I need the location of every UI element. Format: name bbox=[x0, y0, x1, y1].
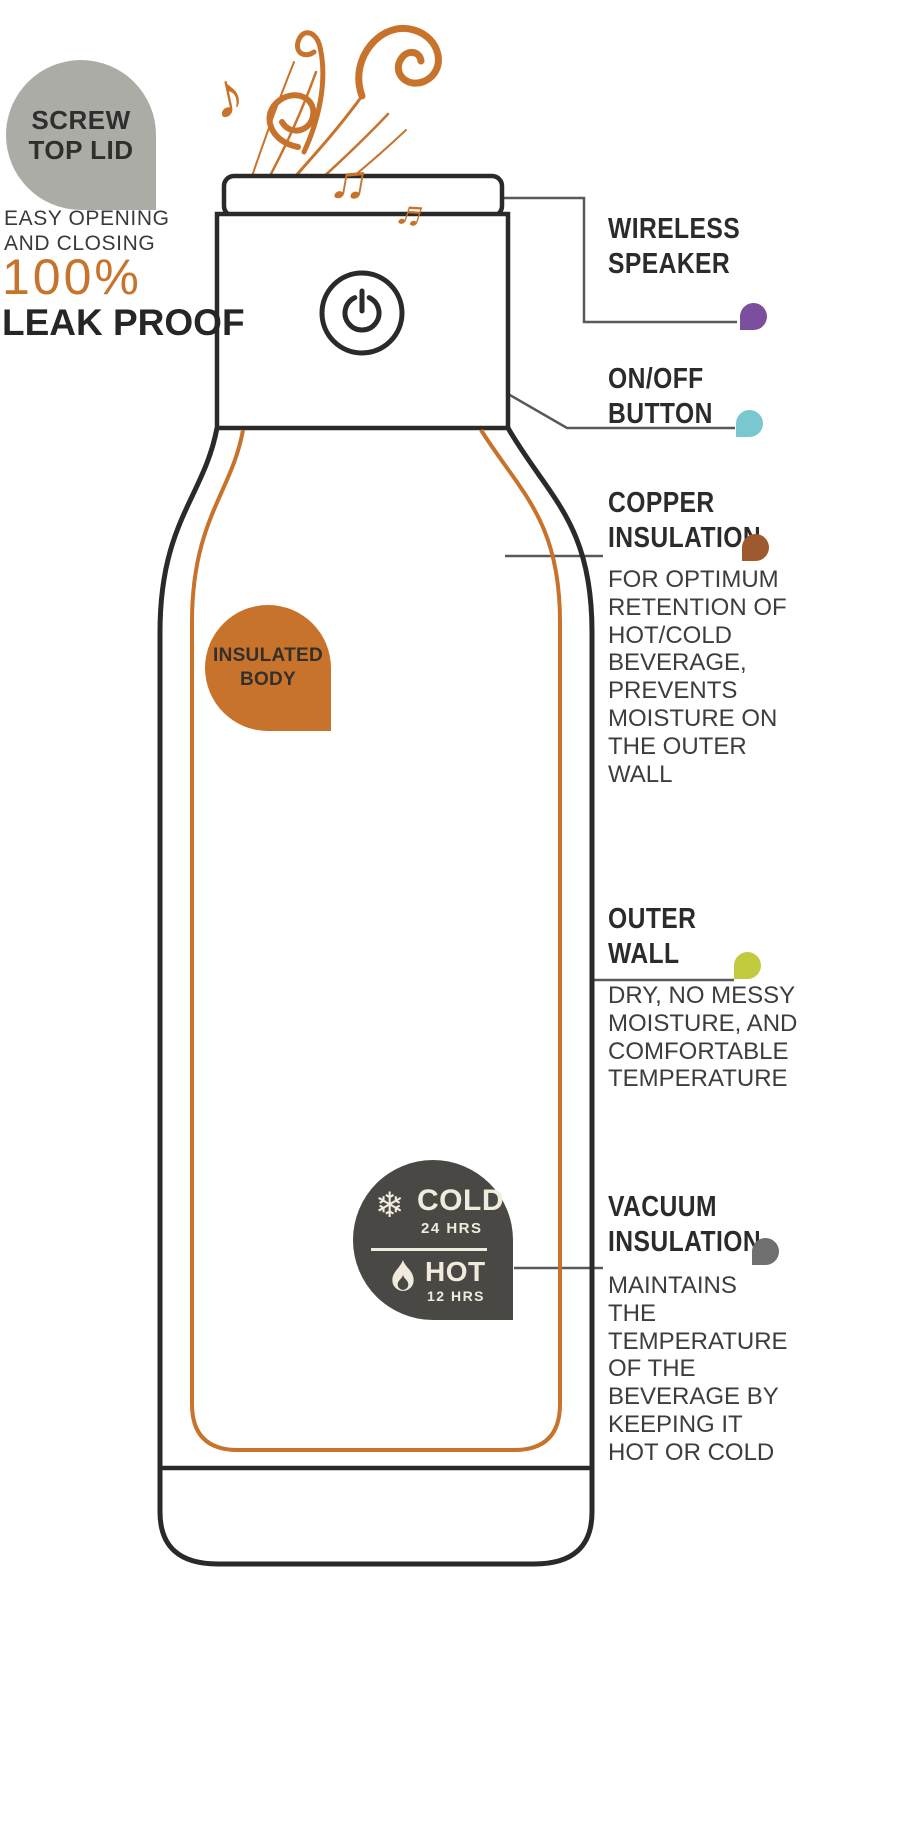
vacuum-insulation-description: MAINTAINS THE TEMPERATURE OF THE BEVERAG… bbox=[608, 1272, 788, 1466]
wireless-speaker-title: WIRELESS SPEAKER bbox=[608, 213, 741, 280]
vacuum-insulation-title: VACUUM INSULATION bbox=[608, 1191, 762, 1258]
leak-proof-text: LEAK PROOF bbox=[2, 302, 245, 343]
power-button-icon bbox=[319, 270, 405, 356]
treble-clef-icon bbox=[266, 92, 317, 150]
copper-insulation-title: COPPER INSULATION bbox=[608, 487, 762, 554]
bottle-inner-wall-line bbox=[190, 428, 562, 1452]
outer-wall-dot bbox=[734, 952, 761, 979]
copper-insulation-description: FOR OPTIMUM RETENTION OF HOT/COLD BEVERA… bbox=[608, 566, 787, 788]
easy-opening-text: EASY OPENING AND CLOSING bbox=[4, 207, 170, 256]
badge-divider bbox=[371, 1248, 487, 1251]
cold-label: COLD bbox=[417, 1184, 504, 1217]
screw-top-lid-label: SCREW TOP LID bbox=[28, 104, 134, 165]
vacuum-insulation-dot bbox=[752, 1238, 779, 1265]
insulated-body-label: INSULATED BODY bbox=[212, 645, 323, 690]
snowflake-icon: ❄ bbox=[375, 1186, 405, 1225]
wireless-speaker-connector-line bbox=[502, 196, 737, 324]
flame-icon bbox=[392, 1260, 414, 1291]
cold-duration: 24 HRS bbox=[421, 1220, 483, 1237]
on-off-button-dot bbox=[736, 410, 763, 437]
screw-top-lid-badge: SCREW TOP LID bbox=[6, 60, 156, 210]
bottle-outer-wall-outline bbox=[157, 426, 595, 1567]
outer-wall-title: OUTER WALL bbox=[608, 903, 697, 970]
insulated-body-badge: INSULATED BODY bbox=[205, 605, 331, 731]
wireless-speaker-dot bbox=[740, 303, 767, 330]
hot-label: HOT bbox=[425, 1256, 486, 1287]
hot-duration: 12 HRS bbox=[427, 1288, 486, 1304]
outer-wall-description: DRY, NO MESSY MOISTURE, AND COMFORTABLE … bbox=[608, 982, 798, 1093]
hundred-percent-text: 100% bbox=[2, 249, 142, 305]
copper-insulation-dot bbox=[742, 534, 769, 561]
on-off-button-title: ON/OFF BUTTON bbox=[608, 363, 713, 430]
temperature-badge: ❄ COLD 24 HRS HOT 12 HRS bbox=[353, 1160, 513, 1320]
